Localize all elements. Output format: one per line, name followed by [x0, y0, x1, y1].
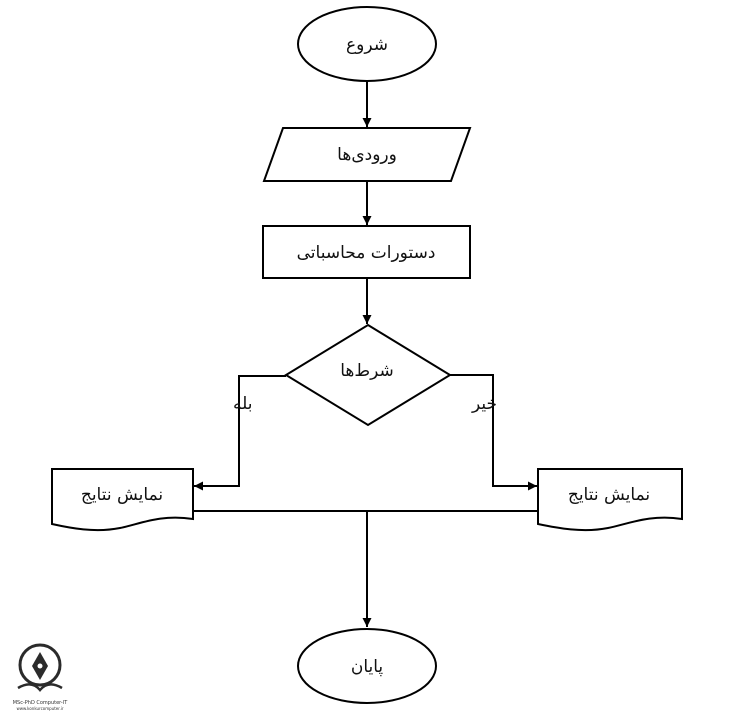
- output-right-document: نمایش نتایج: [537, 468, 683, 532]
- pen-nib-logo-icon: [17, 643, 63, 692]
- arrow-no-branch: [450, 374, 537, 491]
- no-branch-label: خیر: [471, 394, 497, 414]
- end-terminator: پایان: [297, 628, 437, 704]
- compute-label: دستورات محاسباتی: [297, 243, 436, 263]
- output-left-label: نمایش نتایج: [81, 485, 163, 505]
- logo-subcaption: www.konkurcomputer.ir: [16, 706, 63, 711]
- end-label: پایان: [351, 657, 384, 677]
- site-logo: MSc-PhD Computer-IT www.konkurcomputer.i…: [13, 643, 68, 711]
- inputs-parallelogram: ورودی‌ها: [262, 127, 472, 182]
- inputs-label: ورودی‌ها: [337, 145, 397, 165]
- condition-diamond: شرط‌ها: [284, 323, 452, 427]
- arrow-yes-branch: [194, 375, 286, 491]
- yes-branch-label: بله: [233, 394, 252, 414]
- condition-label: شرط‌ها: [340, 361, 394, 381]
- start-label: شروع: [346, 35, 388, 55]
- output-right-label: نمایش نتایج: [568, 485, 650, 505]
- start-terminator: شروع: [297, 6, 437, 82]
- output-left-document: نمایش نتایج: [51, 468, 194, 532]
- logo-caption: MSc-PhD Computer-IT: [13, 700, 68, 706]
- compute-process-box: دستورات محاسباتی: [262, 225, 471, 279]
